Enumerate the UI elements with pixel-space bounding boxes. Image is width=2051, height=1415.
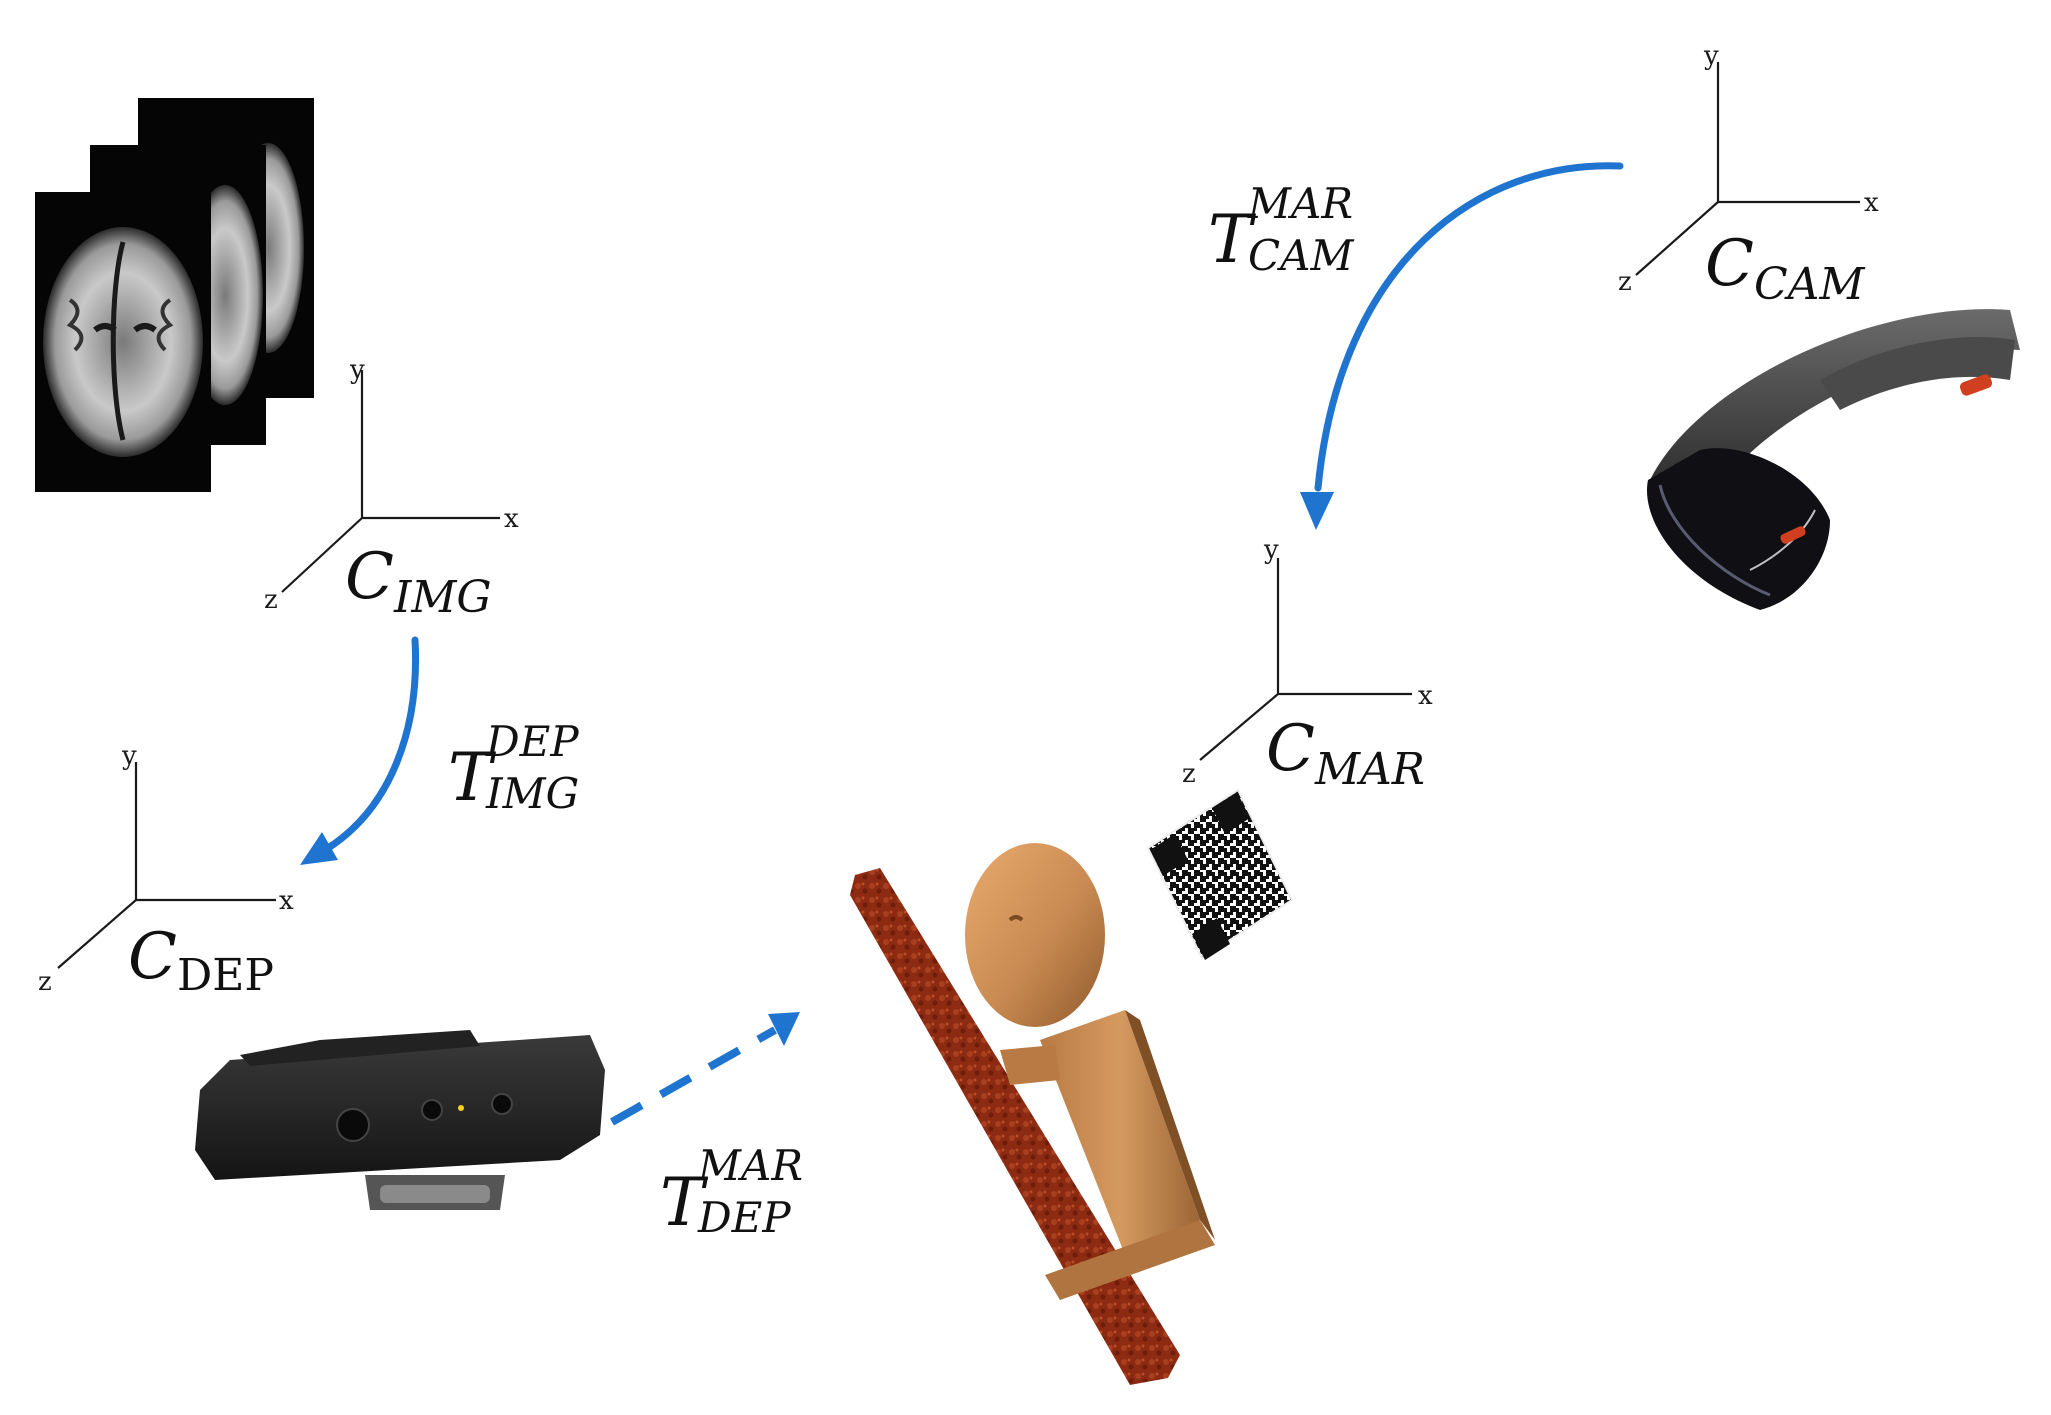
frame-img-axes: y x z <box>264 355 519 615</box>
cam-x-label: x <box>1864 188 1879 218</box>
transform-dep-mar-sub: DEP <box>697 1193 791 1242</box>
transform-cam-mar-sup: MAR <box>1247 179 1353 228</box>
frame-dep-label: CDEP <box>128 920 274 1001</box>
frame-mar-axes: y x z <box>1182 535 1433 789</box>
transform-dep-mar-sup: MAR <box>697 1141 803 1190</box>
arrow-img-to-dep <box>300 636 420 865</box>
dep-y-label: y <box>121 741 137 771</box>
dep-x-label: x <box>279 886 294 916</box>
hololens-headset-image <box>1646 309 2020 610</box>
arrow-cam-to-mar <box>1300 162 1624 530</box>
mar-z-label: z <box>1182 759 1196 789</box>
cam-y-label: y <box>1703 41 1719 71</box>
frame-img-label: CIMG <box>345 540 492 623</box>
mar-y-label: y <box>1263 535 1279 565</box>
frame-cam-label: CCAM <box>1705 227 1865 310</box>
cam-z-label: z <box>1618 267 1632 297</box>
mri-slices-image <box>35 98 314 492</box>
frame-mar-label: CMAR <box>1266 712 1425 795</box>
qr-marker-image <box>1146 788 1294 960</box>
img-y-label: y <box>349 355 365 385</box>
head-phantom-image <box>850 843 1215 1385</box>
img-z-label: z <box>264 585 278 615</box>
transform-dep-mar-main: T <box>660 1164 709 1241</box>
transform-img-dep-sub: IMG <box>485 769 579 818</box>
mar-x-label: x <box>1418 681 1433 711</box>
transform-img-dep-sup: DEP <box>485 717 579 766</box>
dep-z-label: z <box>38 967 52 997</box>
transform-img-dep-main: T <box>448 739 497 816</box>
arrow-dep-to-mar <box>610 1012 800 1126</box>
transform-dep-mar-label: T MAR DEP <box>660 1141 803 1242</box>
img-x-label: x <box>504 504 519 534</box>
frame-cam-axes: y x z <box>1618 41 1879 297</box>
transform-img-dep-label: T DEP IMG <box>448 717 579 818</box>
depth-camera-image <box>195 1030 605 1210</box>
frame-dep-axes: y x z <box>38 741 294 997</box>
transform-cam-mar-sub: CAM <box>1248 231 1354 280</box>
transform-cam-mar-label: T MAR CAM <box>1208 179 1354 280</box>
transform-cam-mar-main: T <box>1208 201 1257 278</box>
